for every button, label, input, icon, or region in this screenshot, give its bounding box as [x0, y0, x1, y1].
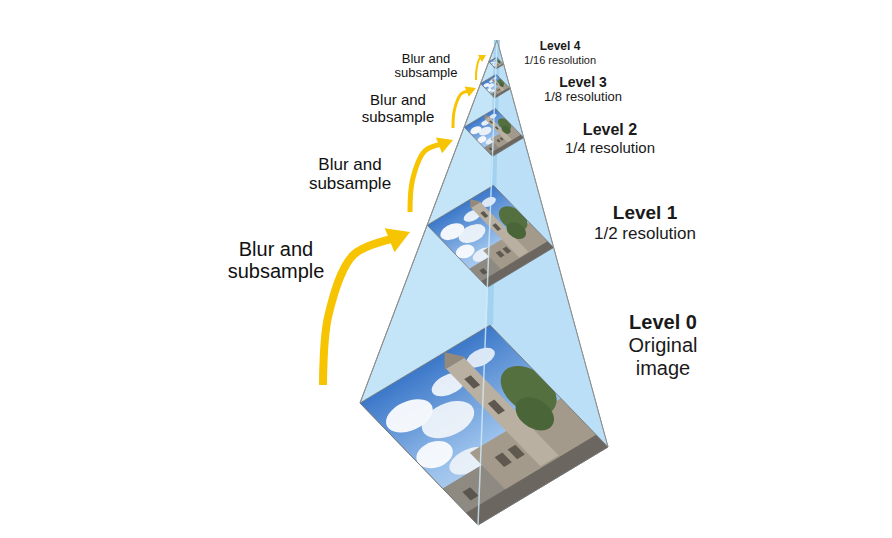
level-label: Level 41/16 resolution	[510, 40, 610, 66]
arrow-shaft	[476, 58, 481, 80]
arrow-head	[478, 55, 486, 62]
pyramid-level: Level 21/4 resolution	[453, 115, 672, 162]
level-label: Level 11/2 resolution	[580, 202, 710, 243]
level-name: Level 2	[550, 121, 670, 139]
blur-subsample-arrow	[453, 87, 476, 128]
level-name: Level 0	[617, 311, 709, 334]
edge-label: Blur and subsample	[303, 156, 398, 193]
edge-label: Blur and subsample	[391, 52, 461, 81]
level-name: Level 3	[528, 74, 638, 90]
pyramid-level: Level 31/8 resolution	[476, 73, 640, 109]
blur-subsample-arrow	[323, 228, 410, 385]
level-label: Level 31/8 resolution	[528, 74, 638, 105]
arrow-head	[436, 137, 453, 153]
arrow-shaft	[410, 144, 442, 212]
blur-subsample-arrow	[476, 55, 486, 80]
edge-label: Blur and subsample	[356, 92, 441, 125]
pyramid-level: Level 41/16 resolution	[486, 38, 612, 71]
level-resolution: 1/16 resolution	[510, 54, 610, 67]
arrow-shaft	[453, 91, 469, 128]
blur-subsample-arrow	[410, 137, 453, 212]
arrow-shaft	[323, 239, 394, 385]
level-resolution: 1/4 resolution	[550, 139, 670, 156]
pyramid-level: Level 11/2 resolution	[410, 188, 712, 292]
level-name: Level 1	[580, 202, 710, 224]
level-name: Level 4	[510, 40, 610, 54]
arrow-head	[385, 228, 410, 252]
level-label: Level 0Original image	[617, 311, 709, 380]
level-label: Level 21/4 resolution	[550, 121, 670, 157]
pyramid-level: Level 0Original image	[323, 310, 711, 527]
pyramid-front-edge	[478, 40, 497, 525]
edge-label: Blur and subsample	[220, 238, 332, 282]
level-resolution: 1/2 resolution	[580, 224, 710, 244]
level-resolution: Original image	[617, 334, 709, 380]
arrow-head	[465, 87, 476, 97]
level-resolution: 1/8 resolution	[528, 90, 638, 105]
